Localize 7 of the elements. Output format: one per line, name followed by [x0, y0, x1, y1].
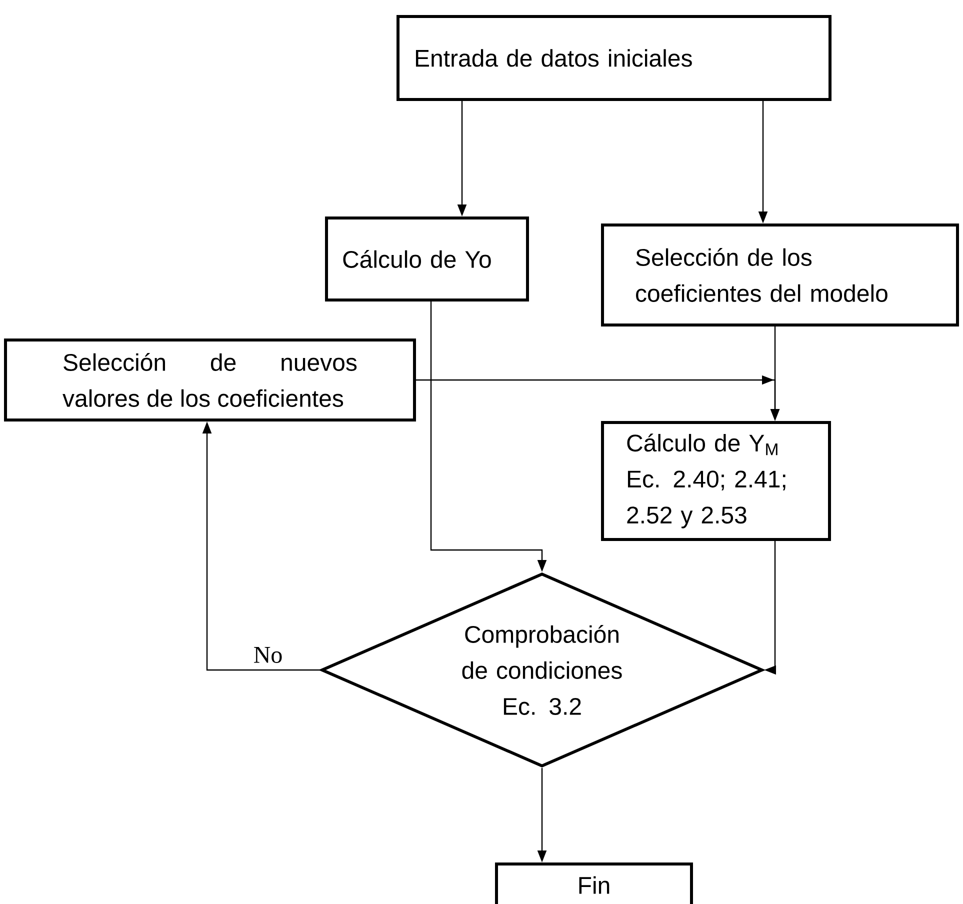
process-box: Entrada de datos iniciales — [396, 15, 832, 101]
process-box: Selección de nuevos valores de los coeficientes — [4, 338, 416, 422]
process-box: Cálculo de Y$_{M}$ Ec. 2.40; 2.41; 2.52 y 2.53 — [601, 421, 831, 541]
process-box: Selección de los coeficientes del modelo — [601, 224, 959, 326]
edge-label: No — [252, 646, 284, 664]
process-box: Cálculo de Yo — [325, 216, 529, 302]
process-box: Fin — [495, 862, 693, 904]
